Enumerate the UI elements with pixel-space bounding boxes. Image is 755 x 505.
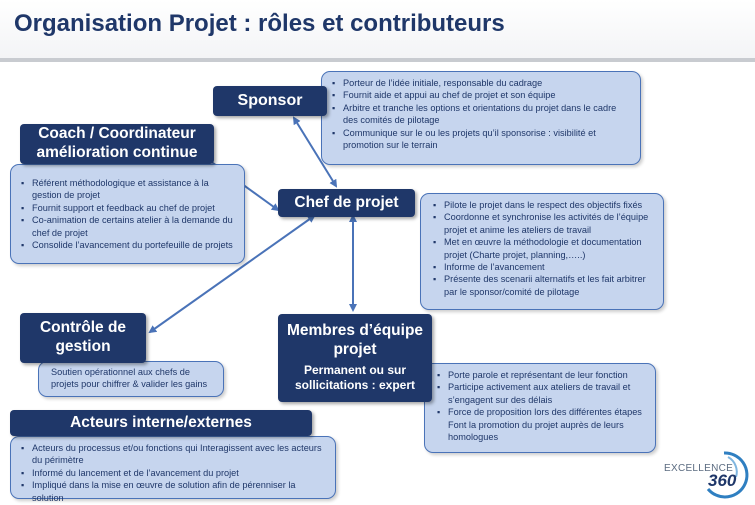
description-item: Met en œuvre la méthodologie et document…	[433, 236, 655, 261]
description-item: Acteurs du processus et/ou fonctions qui…	[21, 442, 327, 467]
arrow-chef-controle	[148, 214, 316, 334]
coach-label-line1: Coach / Coordinateur	[38, 125, 196, 143]
controle-role-box: Contrôle de gestion	[20, 313, 146, 363]
membres-sub-line2: sollicitations : expert	[294, 377, 416, 392]
chef-list: Pilote le projet dans le respect des obj…	[433, 199, 655, 298]
chef-role-box: Chef de projet	[278, 189, 415, 217]
description-item: Participe activement aux ateliers de tra…	[437, 381, 647, 406]
description-item: Impliqué dans la mise en œuvre de soluti…	[21, 479, 327, 504]
controle-label-line1: Contrôle de	[39, 319, 127, 337]
description-item: Soutien opérationnel aux chefs de projet…	[51, 367, 208, 390]
membres-role-box: Membres d’équipe projet Permanent ou sur…	[278, 314, 432, 402]
controle-label-line2: gestion	[55, 338, 111, 355]
excellence-360-logo: EXCELLENCE 360	[664, 445, 752, 501]
sponsor-label: Sponsor	[237, 92, 303, 110]
coach-list: Référent méthodologique et assistance à …	[21, 177, 236, 252]
arrow-sponsor-chef	[292, 116, 338, 188]
coach-role-box: Coach / Coordinateur amélioration contin…	[20, 124, 214, 164]
coach-description: Référent méthodologique et assistance à …	[10, 164, 245, 264]
description-item: Pilote le projet dans le respect des obj…	[433, 199, 655, 212]
membres-label-line1: Membres d’équipe	[286, 322, 424, 339]
sponsor-list: Porteur de l’idée initiale, responsable …	[332, 77, 632, 151]
coach-label-line2: amélioration continue	[36, 144, 198, 161]
controle-list: Soutien opérationnel aux chefs de projet…	[51, 366, 215, 391]
description-item: Fournit support et feedback au chef de p…	[21, 202, 236, 215]
description-item: Informé du lancement et de l’avancement …	[21, 467, 327, 480]
membres-sub-line1: Permanent ou sur	[303, 363, 407, 378]
chef-label: Chef de projet	[294, 193, 399, 211]
description-item: Porteur de l’idée initiale, responsable …	[332, 77, 632, 90]
description-item: Coordonne et synchronise les activités d…	[433, 211, 655, 236]
logo-number: 360	[708, 471, 737, 490]
header-divider	[0, 58, 755, 62]
acteurs-role-box: Acteurs interne/externes	[10, 410, 312, 436]
acteurs-description: Acteurs du processus et/ou fonctions qui…	[10, 436, 336, 503]
description-item: Présente des scenarii alternatifs et les…	[433, 273, 655, 298]
header-bar	[0, 0, 755, 58]
description-item: Référent méthodologique et assistance à …	[21, 177, 236, 202]
sponsor-role-box: Sponsor	[213, 86, 327, 116]
chef-description: Pilote le projet dans le respect des obj…	[420, 193, 664, 310]
description-item: Arbitre et tranche les options et orient…	[332, 102, 632, 127]
membres-description: Porte parole et représentant de leur fon…	[424, 363, 656, 453]
membres-label-line2: projet	[333, 340, 377, 358]
acteurs-label: Acteurs interne/externes	[70, 413, 252, 431]
sponsor-description: Porteur de l’idée initiale, responsable …	[321, 71, 641, 165]
description-item: Co-animation de certains atelier à la de…	[21, 214, 236, 239]
description-item: Consolide l’avancement du portefeuille d…	[21, 239, 236, 252]
description-item: Fournit aide et appui au chef de projet …	[332, 89, 632, 102]
acteurs-list: Acteurs du processus et/ou fonctions qui…	[21, 442, 327, 504]
logo-text: EXCELLENCE	[664, 463, 734, 474]
description-item: Communique sur le ou les projets qu’il s…	[332, 127, 632, 152]
description-item: Informe de l’avancement	[433, 261, 655, 274]
logo-ring-icon	[706, 451, 749, 499]
controle-description: Soutien opérationnel aux chefs de projet…	[38, 361, 224, 397]
page-title: Organisation Projet : rôles et contribut…	[14, 10, 505, 37]
description-item: Force de proposition lors des différente…	[437, 406, 647, 443]
membres-list: Porte parole et représentant de leur fon…	[437, 369, 647, 443]
description-item: Porte parole et représentant de leur fon…	[437, 369, 647, 382]
